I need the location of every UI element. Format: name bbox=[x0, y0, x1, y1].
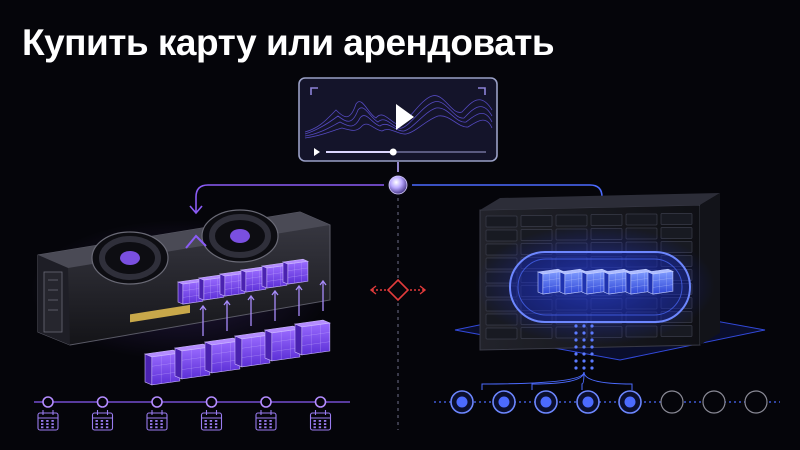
timeline-node-dot bbox=[624, 396, 636, 408]
timeline-node-empty bbox=[744, 390, 768, 414]
server-rack-icon bbox=[454, 193, 766, 390]
buy-timeline bbox=[34, 396, 350, 431]
memory-cube bbox=[203, 337, 241, 374]
timeline-node-empty bbox=[702, 390, 726, 414]
timeline-node-dot bbox=[540, 396, 552, 408]
playback-progress-bar[interactable] bbox=[314, 148, 486, 156]
calendar-icon bbox=[146, 410, 168, 431]
page-title: Купить карту или арендовать bbox=[22, 22, 555, 63]
timeline-node-dot bbox=[582, 396, 594, 408]
calendar-icon bbox=[37, 410, 59, 431]
memory-cube bbox=[173, 343, 211, 380]
calendar-icon bbox=[255, 410, 277, 431]
timeline-node-empty bbox=[660, 390, 684, 414]
fan-left bbox=[91, 231, 169, 285]
memory-cube bbox=[602, 268, 631, 295]
buy-branch-line bbox=[195, 184, 384, 212]
memory-cube bbox=[624, 268, 653, 295]
memory-cube bbox=[558, 268, 587, 295]
corner-brackets bbox=[310, 87, 486, 95]
gpu-memory-cubes-bottom bbox=[143, 319, 331, 386]
memory-cube bbox=[580, 268, 609, 295]
memory-cube bbox=[218, 270, 247, 297]
decision-node bbox=[388, 175, 408, 195]
memory-cube bbox=[263, 325, 301, 362]
video-player-panel bbox=[298, 77, 498, 162]
memory-cube bbox=[646, 268, 675, 295]
memory-cube bbox=[233, 331, 271, 368]
memory-cube bbox=[143, 349, 181, 386]
memory-cube bbox=[281, 258, 310, 285]
memory-cube bbox=[293, 319, 331, 356]
memory-cube bbox=[536, 268, 565, 295]
fan-right bbox=[201, 209, 279, 263]
memory-cube bbox=[197, 274, 226, 301]
calendar-icon bbox=[91, 410, 114, 431]
calendar-icon bbox=[200, 410, 223, 431]
play-icon[interactable] bbox=[388, 103, 418, 131]
memory-cube bbox=[260, 262, 289, 289]
timeline-node-dot bbox=[498, 396, 510, 408]
timeline-node bbox=[42, 396, 54, 408]
calendar-icon bbox=[309, 410, 332, 431]
rent-timeline bbox=[434, 390, 780, 414]
gpu-memory-cubes-top bbox=[176, 258, 310, 305]
upload-arrows bbox=[199, 279, 327, 336]
compare-icon bbox=[369, 278, 427, 302]
waveform bbox=[304, 95, 493, 139]
io-bracket bbox=[43, 271, 63, 333]
small-play-icon bbox=[314, 148, 320, 156]
memory-cube bbox=[239, 266, 268, 293]
timeline-node bbox=[151, 396, 163, 408]
timeline-node bbox=[205, 396, 218, 408]
data-stream-dots bbox=[481, 324, 633, 390]
timeline-node bbox=[314, 396, 327, 408]
memory-cube bbox=[176, 278, 205, 305]
timeline-node-dot bbox=[456, 396, 468, 408]
timeline-node bbox=[96, 396, 109, 408]
timeline-node bbox=[260, 396, 272, 408]
